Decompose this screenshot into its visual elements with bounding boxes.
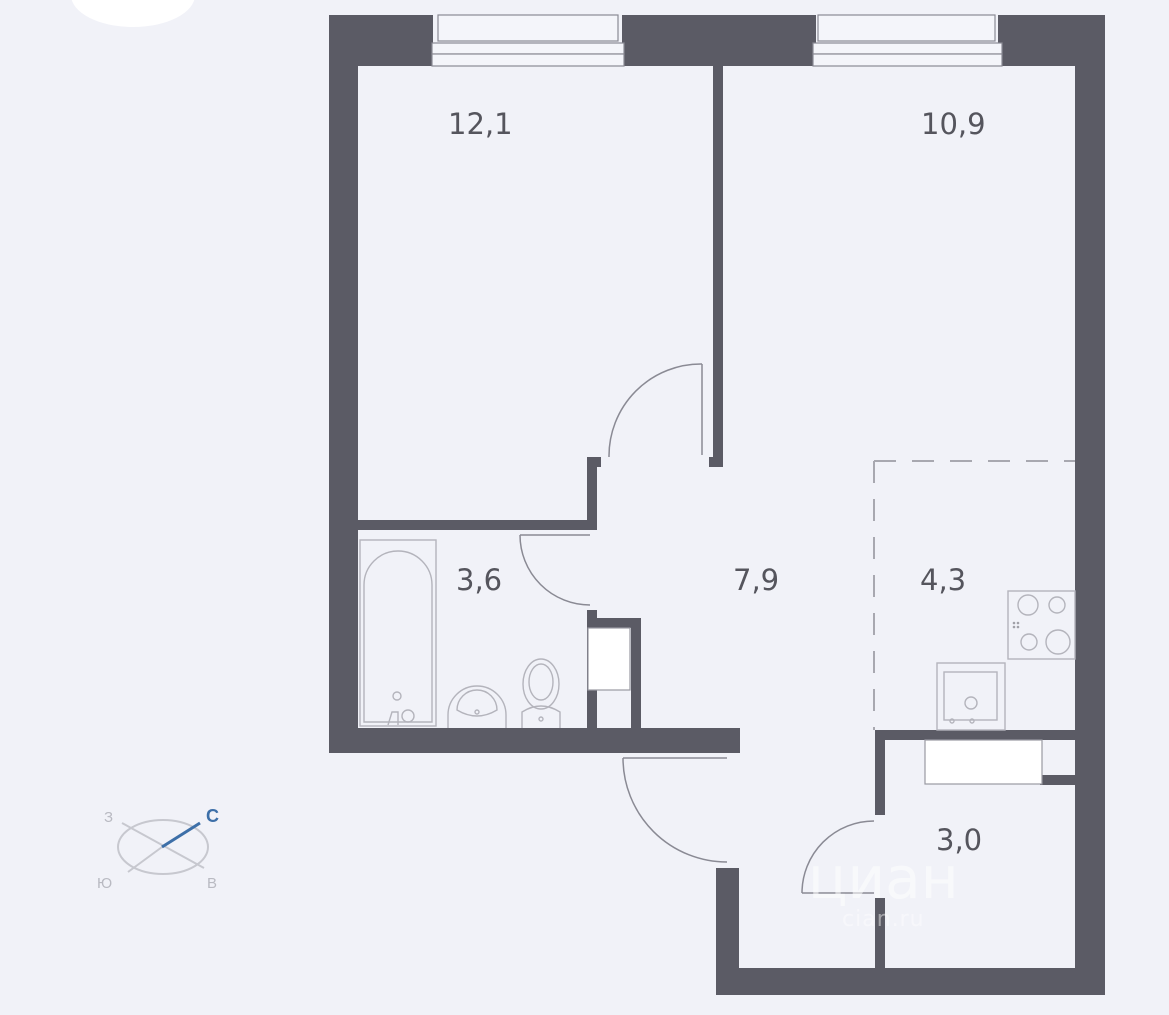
compass-north-label: С [206, 806, 219, 826]
compass-west-label: З [104, 809, 113, 826]
door-entrance [622, 757, 728, 863]
room-area-bedroom: 12,1 [448, 107, 513, 141]
compass-needle-north [161, 821, 201, 849]
compass-south-label: Ю [97, 875, 112, 892]
toilet-icon [521, 658, 561, 728]
window-left [431, 14, 625, 67]
kitchen-zone-boundary [873, 460, 1075, 730]
watermark-subtitle: cian.ru [842, 907, 925, 932]
compass-east-label: В [207, 875, 217, 892]
door-bathroom [519, 534, 591, 606]
room-area-hallway: 7,9 [733, 563, 779, 597]
room-area-living-room: 10,9 [921, 107, 986, 141]
window-right [812, 14, 1003, 67]
door-bedroom [608, 363, 703, 458]
kitchen-sink-icon [936, 662, 1006, 731]
shaft [587, 627, 631, 691]
room-area-kitchen-zone: 4,3 [920, 563, 966, 597]
room-area-storage: 3,0 [936, 823, 982, 857]
watermark-brand: циан [808, 844, 959, 912]
stove-icon [1007, 590, 1076, 660]
bathtub-icon [359, 539, 437, 727]
sink-icon [447, 685, 507, 728]
door-storage [801, 820, 875, 894]
walls [329, 15, 1105, 995]
room-area-bathroom: 3,6 [456, 563, 502, 597]
compass: З С Ю В [97, 806, 219, 892]
wardrobe [924, 739, 1043, 785]
watermark: циан cian.ru [808, 844, 959, 932]
decorative-circle [71, 0, 195, 27]
